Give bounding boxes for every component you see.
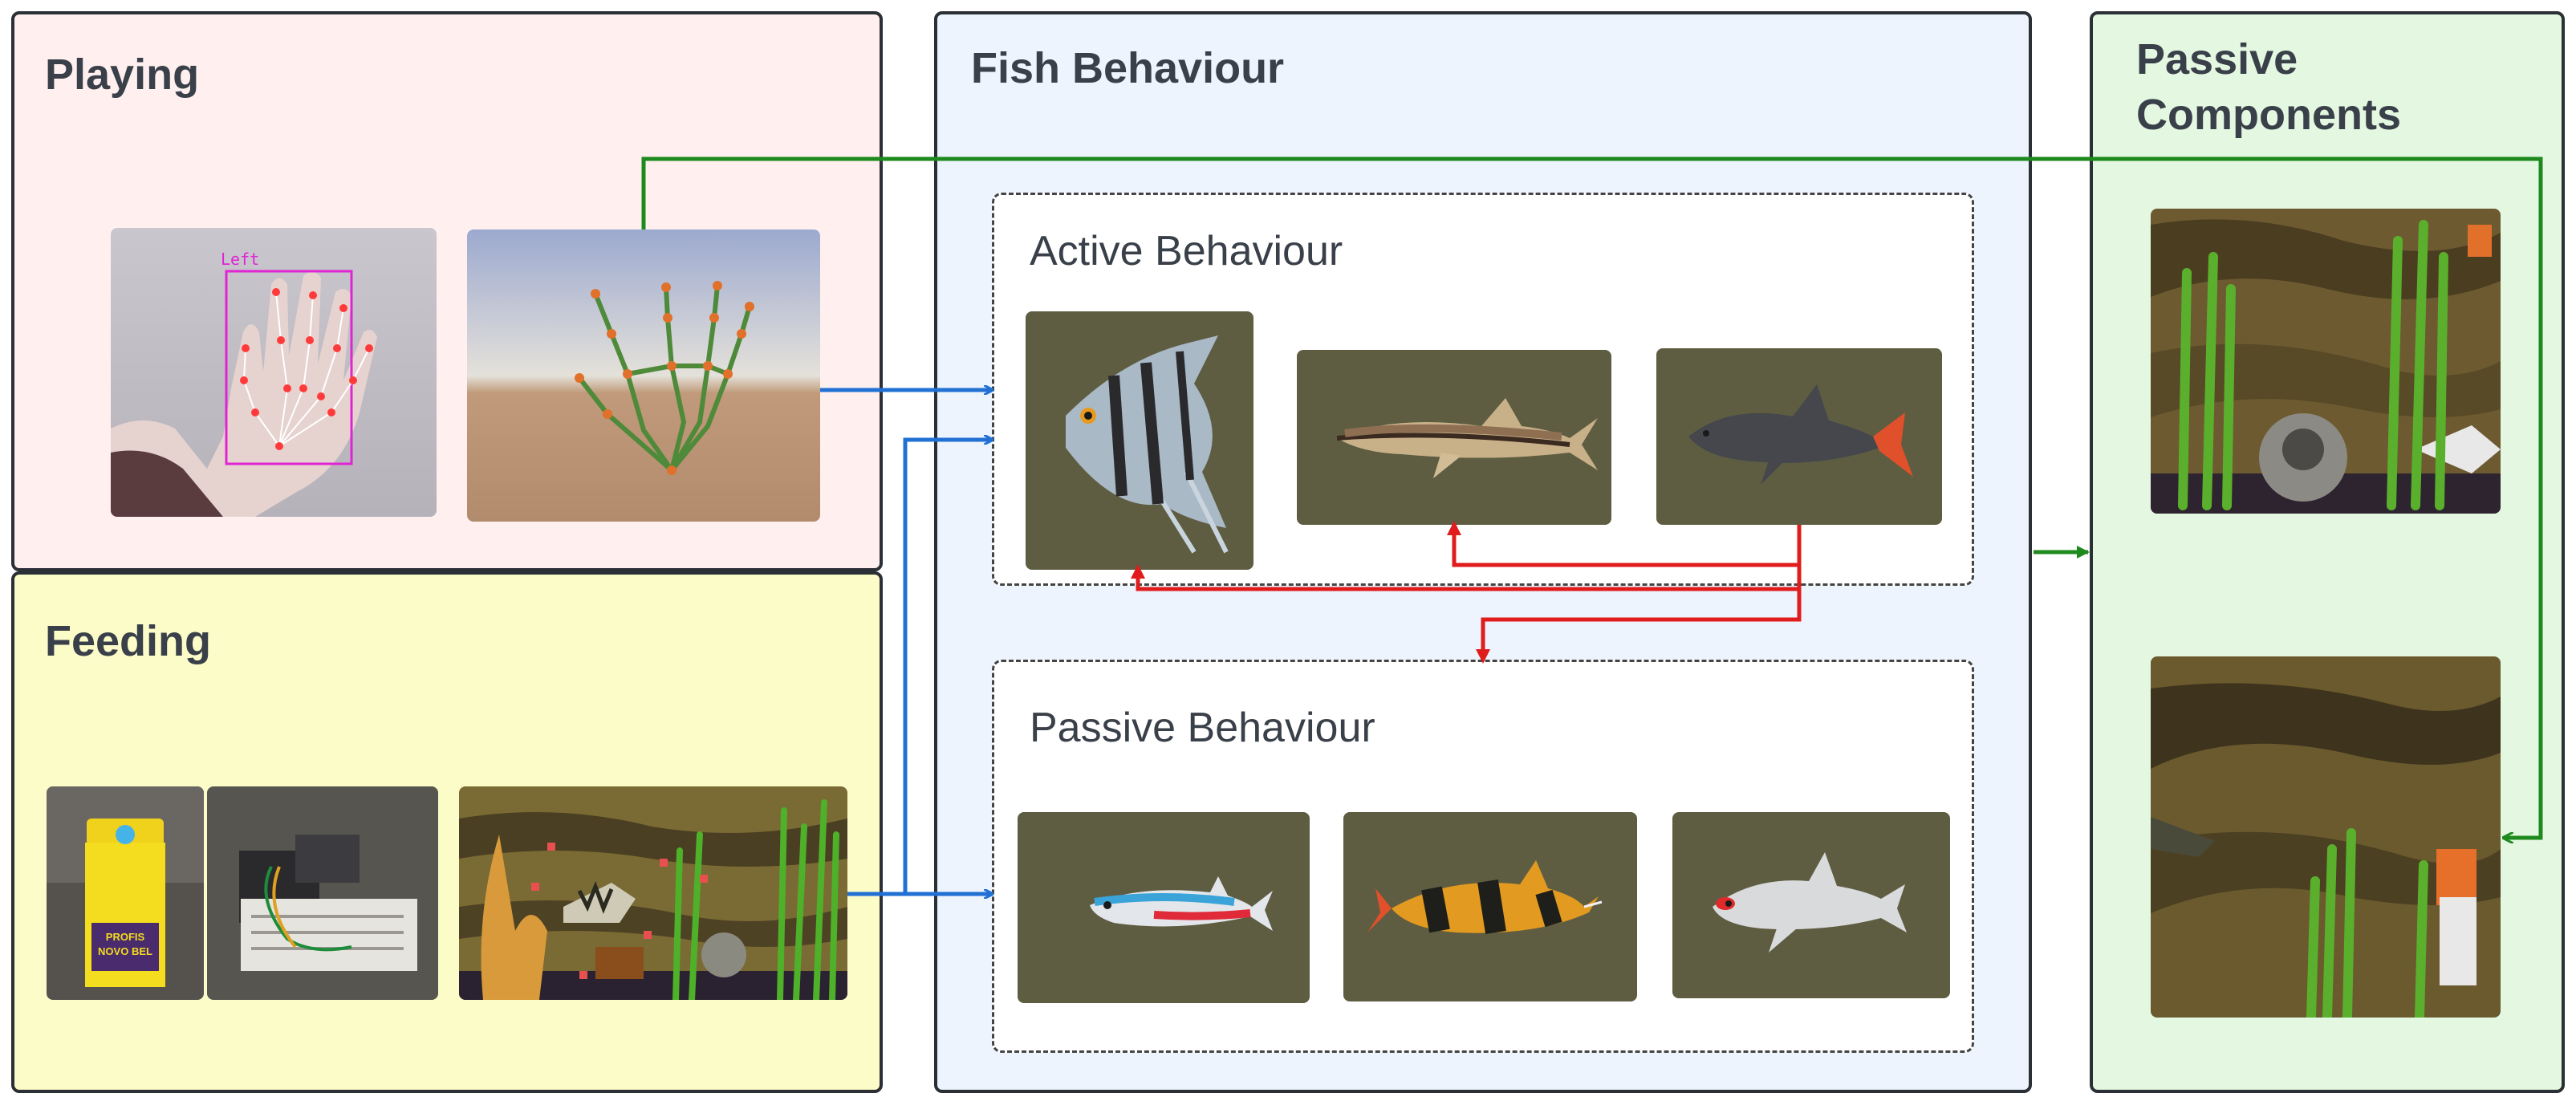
can-text-2: NOVO BEL <box>98 945 152 957</box>
fish-behaviour-title: Fish Behaviour <box>971 44 1285 92</box>
breadboard-icon <box>207 786 438 1000</box>
neon-tetra-icon <box>1018 812 1310 1003</box>
can-text-1: PROFIS <box>106 931 145 943</box>
active-behaviour-title: Active Behaviour <box>1030 228 1343 274</box>
passive-components-title-line1: Passive <box>2136 35 2298 83</box>
passive-behaviour-title: Passive Behaviour <box>1030 705 1375 751</box>
angelfish-icon <box>1026 311 1253 570</box>
hand-photo-icon: Left <box>111 228 437 517</box>
clown-loach-icon <box>1343 812 1637 1001</box>
white-fish-icon <box>1672 812 1950 998</box>
hand-label-text: Left <box>221 250 259 269</box>
passive-components-title: Passive Components <box>2136 32 2401 143</box>
loach-icon <box>1297 350 1611 525</box>
playing-title: Playing <box>45 51 200 99</box>
fish-food-can-icon: PROFIS NOVO BEL <box>47 786 204 1000</box>
passive-components-title-line2: Components <box>2136 91 2401 140</box>
rock-wall-plants-icon <box>2151 656 2501 1018</box>
feeding-title: Feeding <box>45 617 212 665</box>
hand-skeleton-icon <box>467 230 820 522</box>
redtail-shark-icon <box>1656 348 1942 525</box>
diver-helmet-plants-icon <box>2151 209 2501 514</box>
aquarium-scene-icon <box>459 786 847 1000</box>
